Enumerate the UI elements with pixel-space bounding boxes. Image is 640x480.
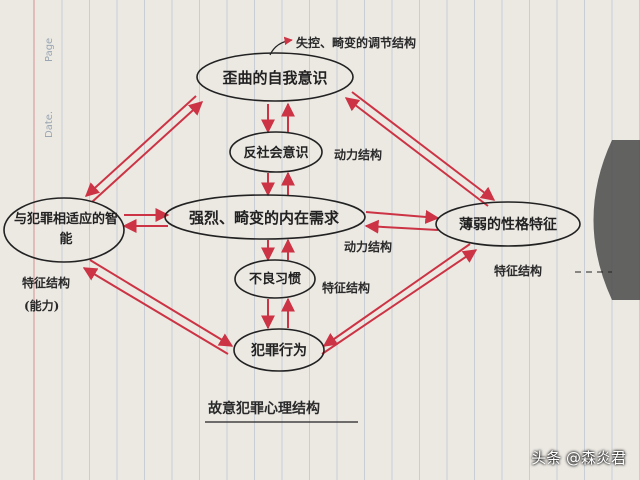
annotation-dynamic-2: 动力结构 xyxy=(344,240,393,254)
edge-act-to-skill xyxy=(82,267,229,355)
margin-label-date: Date. xyxy=(44,110,55,138)
annotation-feature-left: 特征结构 xyxy=(22,276,71,290)
pen-shadow xyxy=(593,140,640,300)
node-crime-skill: 与犯罪相适应的智能 xyxy=(13,212,118,247)
node-strong-desire: 强烈、畸变的内在需求 xyxy=(188,209,339,227)
ellipse-crime-act xyxy=(233,328,325,372)
edge-personality-to-self xyxy=(344,97,489,207)
node-anti-social: 反社会意识 xyxy=(243,146,309,161)
edge-desire-to-personality xyxy=(365,209,440,224)
edge-personality-to-act xyxy=(322,243,471,347)
footer-title: 故意犯罪心理结构 xyxy=(208,401,320,417)
annotation-top-note: 失控、畸变的调节结构 xyxy=(296,36,417,50)
ellipse-anti-social xyxy=(229,131,323,173)
ellipse-distorted-self xyxy=(196,52,354,102)
node-crime-act: 犯罪行为 xyxy=(251,343,307,359)
ellipse-strong-desire xyxy=(164,194,366,240)
watermark: 头条 @森炎君 xyxy=(531,449,626,467)
edge-skill-to-self xyxy=(91,101,204,203)
edge-self-to-personality xyxy=(351,91,496,201)
annotation-feature-right: 特征结构 xyxy=(494,264,543,278)
edge-self-to-skill xyxy=(84,95,197,197)
annotation-ability: (能力) xyxy=(24,299,60,313)
edge-personality-to-desire xyxy=(364,219,439,234)
margin-label-page: Page xyxy=(44,37,55,62)
diagram-nodes xyxy=(3,52,581,372)
ellipse-bad-habit xyxy=(234,259,316,299)
ellipse-crime-skill xyxy=(3,197,125,263)
node-bad-habit: 不良习惯 xyxy=(248,272,301,287)
diagram-edges xyxy=(82,91,496,355)
node-weak-personality: 薄弱的性格特征 xyxy=(459,217,557,233)
annotation-feature-center: 特征结构 xyxy=(322,281,371,295)
top-note-pointer xyxy=(269,36,293,56)
edge-skill-to-act xyxy=(89,259,234,347)
node-distorted-self: 歪曲的自我意识 xyxy=(222,69,328,87)
ellipse-weak-personality xyxy=(435,201,581,247)
edge-act-to-personality xyxy=(321,249,478,355)
annotation-dynamic-1: 动力结构 xyxy=(334,148,383,162)
